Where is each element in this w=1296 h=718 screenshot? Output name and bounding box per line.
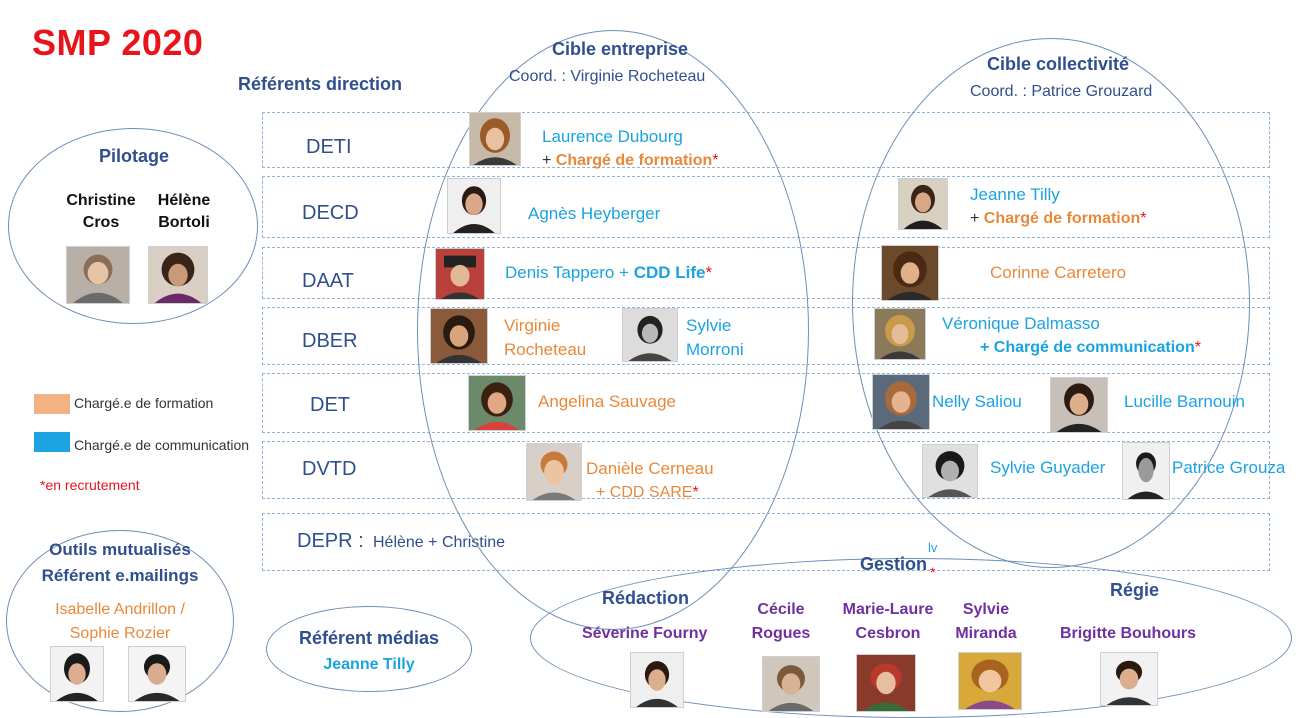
dir-label: DAAT: [302, 270, 354, 292]
recruit-star: *: [705, 263, 713, 282]
role-text: Chargé de formation: [555, 152, 713, 169]
referents-heading: Référents direction: [238, 74, 403, 94]
person-name: Corinne Carretero: [990, 263, 1127, 282]
dir-label: DEPR :: [297, 530, 364, 552]
portrait-photo: [1050, 377, 1108, 433]
medias-name: Jeanne Tilly: [323, 656, 415, 673]
portrait-photo: [468, 375, 526, 431]
regie-name: Brigitte Bouhours: [1060, 625, 1196, 642]
plus-sign: +: [542, 152, 556, 169]
recruit-star: *: [930, 564, 936, 580]
legend-label: Chargé.e de communication: [74, 437, 250, 453]
portrait-photo: [526, 443, 582, 501]
portrait-photo: [898, 178, 948, 230]
recruit-star: *: [1194, 339, 1201, 356]
portrait-photo: [762, 656, 820, 712]
cible-collectivite-ellipse: [852, 38, 1250, 568]
dir-label: DETI: [306, 136, 352, 158]
legend-swatch-communication: [34, 432, 70, 452]
portrait-photo: [430, 308, 488, 364]
role-text: + Chargé de communication: [980, 339, 1195, 356]
legend-label: Chargé.e de formation: [74, 395, 214, 411]
portrait-photo: [435, 248, 485, 300]
dir-label: DBER: [302, 330, 358, 352]
person-name: Laurence Dubourg: [542, 127, 683, 146]
recruit-star: *: [692, 484, 699, 501]
pilotage-person: Christine Cros: [66, 192, 136, 231]
regie-title: Régie: [1110, 580, 1160, 600]
portrait-photo: [856, 654, 916, 712]
person-name: Angelina Sauvage: [538, 392, 677, 411]
person-name: Danièle Cerneau: [586, 459, 714, 478]
recruit-star: *: [1140, 210, 1147, 227]
pilotage-person: Hélène Bortoli: [157, 192, 211, 231]
redaction-title: Rédaction: [602, 588, 690, 608]
portrait-photo: [958, 652, 1022, 710]
person-name: Virginie Rocheteau: [504, 316, 587, 359]
portrait-photo: [148, 246, 208, 304]
person-name: Denis Tappero +: [505, 263, 634, 282]
page-title: SMP 2020: [32, 22, 204, 63]
person-name: Nelly Saliou: [932, 392, 1022, 411]
portrait-photo: [872, 374, 930, 430]
portrait-photo: [469, 112, 521, 166]
portrait-photo: [874, 308, 926, 360]
role-text: CDD Life: [633, 263, 706, 282]
dir-label: DET: [310, 394, 350, 416]
person-name: Agnès Heyberger: [528, 204, 661, 223]
outils-subtitle: Référent e.mailings: [41, 566, 199, 585]
cible-collectivite-coord: Coord. : Patrice Grouzard: [970, 83, 1153, 100]
plus-sign: +: [970, 210, 984, 227]
role-text: + CDD SARE: [596, 484, 693, 501]
portrait-photo: [128, 646, 186, 702]
legend-recruit: *en recrutement: [40, 477, 140, 493]
recruit-star: *: [712, 152, 719, 169]
gestion-title: Gestion: [860, 554, 928, 574]
portrait-photo: [922, 444, 978, 498]
portrait-photo: [1100, 652, 1158, 706]
dir-label: DVTD: [302, 458, 357, 480]
portrait-photo: [622, 308, 678, 362]
outils-title: Outils mutualisés: [49, 540, 191, 559]
person-name: Jeanne Tilly: [970, 185, 1060, 204]
outils-names: Isabelle Andrillon / Sophie Rozier: [55, 601, 185, 642]
person-name: Sylvie Morroni: [686, 316, 744, 359]
person-name: Véronique Dalmasso: [942, 314, 1100, 333]
portrait-photo: [1122, 442, 1170, 500]
person-name: Lucille Barnouin: [1124, 392, 1245, 411]
person-name: Patrice Grouza: [1172, 458, 1286, 477]
gestion-person: Marie-Laure Cesbron: [842, 601, 934, 642]
gestion-person: Sylvie Miranda: [955, 601, 1017, 642]
cible-entreprise-title: Cible entreprise: [552, 39, 689, 59]
portrait-photo: [50, 646, 104, 702]
portrait-photo: [630, 652, 684, 708]
pilotage-ellipse: [8, 128, 258, 324]
gestion-lv: lv: [928, 540, 938, 555]
person-name: Sylvie Guyader: [990, 458, 1106, 477]
pilotage-title: Pilotage: [99, 146, 170, 166]
portrait-photo: [447, 178, 501, 234]
dir-label: DECD: [302, 202, 359, 224]
gestion-person: Cécile Rogues: [751, 601, 811, 642]
portrait-photo: [66, 246, 130, 304]
redaction-name: Séverine Fourny: [582, 625, 708, 642]
cible-entreprise-coord: Coord. : Virginie Rocheteau: [509, 68, 706, 85]
outils-ellipse: [6, 530, 234, 712]
cible-collectivite-title: Cible collectivité: [987, 54, 1130, 74]
role-text: Chargé de formation: [983, 210, 1141, 227]
medias-ellipse: [266, 606, 472, 692]
portrait-photo: [881, 245, 939, 301]
medias-title: Référent médias: [298, 628, 440, 648]
legend-swatch-formation: [34, 394, 70, 414]
